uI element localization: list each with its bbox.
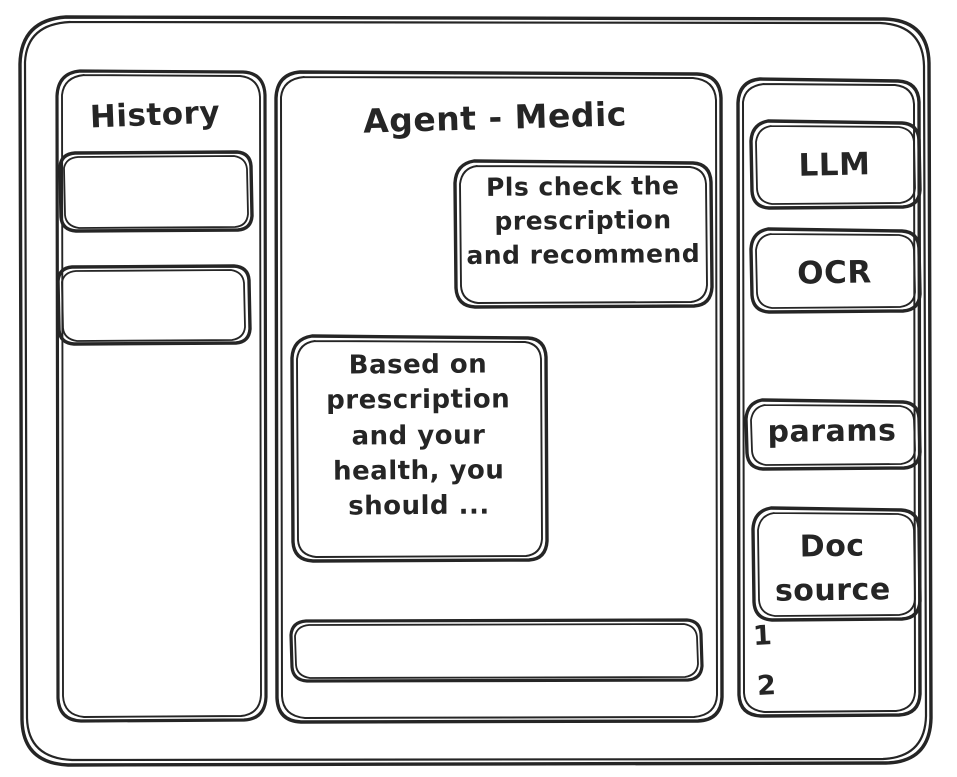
page-title: Agent - Medic xyxy=(362,94,628,141)
tool-button-ocr-label: OCR xyxy=(796,254,873,292)
chat-bubble-assistant: Based on prescription and your health, y… xyxy=(326,349,511,522)
tool-button-llm-label: LLM xyxy=(798,146,871,184)
tool-button-doc-source-label: Doc source xyxy=(774,528,891,609)
tool-button-params-label: params xyxy=(767,413,897,450)
message-input[interactable] xyxy=(291,620,702,681)
history-item-2[interactable] xyxy=(58,266,250,344)
doc-source-list-item-2[interactable]: 2 xyxy=(756,670,778,703)
chat-bubble-user: Pls check the prescription and recommend xyxy=(466,171,701,270)
history-panel-title: History xyxy=(89,94,221,136)
history-item-1[interactable] xyxy=(60,152,252,231)
doc-source-list-item-1[interactable]: 1 xyxy=(752,620,774,653)
